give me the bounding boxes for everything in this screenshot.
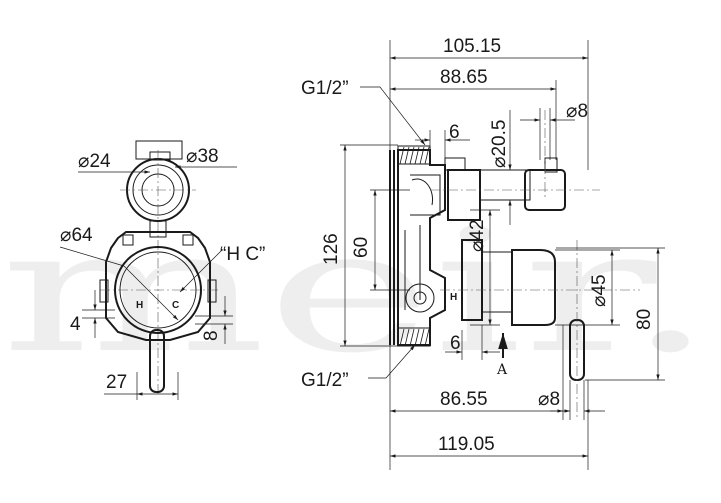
side-mark-h: H bbox=[450, 292, 457, 303]
side-dia-8-top-label: ⌀8 bbox=[566, 101, 588, 122]
front-mark-h: H bbox=[136, 300, 143, 311]
front-hc-note: “H C” bbox=[220, 244, 265, 265]
front-dim-8-label: 8 bbox=[201, 330, 222, 341]
side-dim-119-05-label: 119.05 bbox=[438, 434, 495, 455]
side-dim-86-55-label: 86.55 bbox=[440, 389, 488, 410]
front-dim-4-label: 4 bbox=[70, 314, 81, 335]
side-view-a-label: A bbox=[496, 362, 508, 378]
side-dim-88-65-label: 88.65 bbox=[440, 67, 488, 88]
side-dim-6-top-label: 6 bbox=[449, 122, 460, 143]
side-dim-126-label: 126 bbox=[321, 233, 342, 265]
side-dia-42-label: ⌀42 bbox=[467, 219, 488, 252]
side-dim-105-15-label: 105.15 bbox=[443, 36, 501, 57]
side-dia-45-label: ⌀45 bbox=[589, 274, 610, 307]
side-thread-bottom-label: G1/2” bbox=[301, 370, 349, 391]
side-dim-60-label: 60 bbox=[351, 237, 372, 258]
watermark: meir. bbox=[0, 193, 715, 391]
front-dia-38-label: ⌀38 bbox=[186, 146, 219, 167]
side-dia-20-5-label: ⌀20.5 bbox=[489, 120, 510, 168]
front-dim-27-label: 27 bbox=[106, 372, 127, 393]
front-mark-c: C bbox=[172, 300, 179, 311]
side-dia-8-bottom-label: ⌀8 bbox=[538, 389, 560, 410]
front-view: H C ⌀24 ⌀38 ⌀64 “H C” 4 8 27 bbox=[59, 140, 265, 400]
side-dim-80-label: 80 bbox=[634, 309, 655, 330]
side-view: H bbox=[301, 36, 665, 470]
side-dim-6-bottom-label: 6 bbox=[450, 333, 461, 354]
front-dia-24-label: ⌀24 bbox=[78, 151, 111, 172]
side-thread-top-label: G1/2” bbox=[301, 78, 349, 99]
front-dia-64-label: ⌀64 bbox=[60, 225, 93, 246]
